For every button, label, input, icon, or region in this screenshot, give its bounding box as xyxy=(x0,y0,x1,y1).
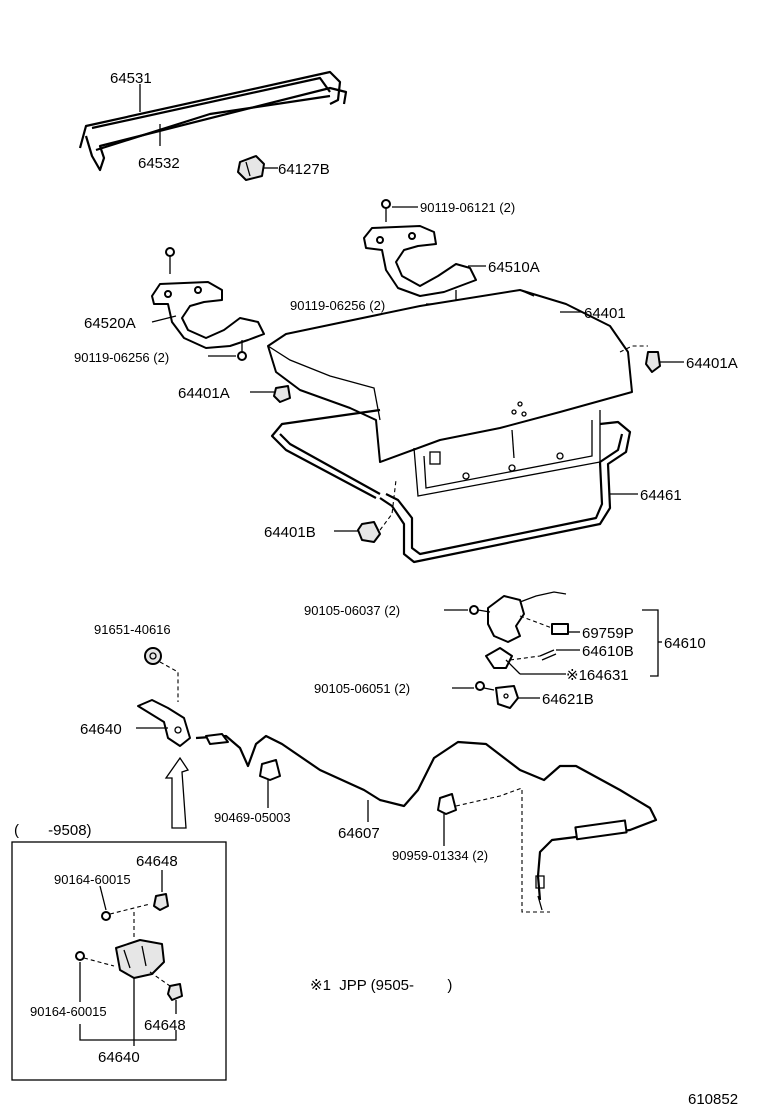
label-90105-06037: 90105-06037 (2) xyxy=(304,603,400,618)
label-64510A: 64510A xyxy=(488,259,540,276)
label-64621B: 64621B xyxy=(542,691,594,708)
clip-90469-05003[interactable] xyxy=(259,759,281,781)
inset-screw-top-icon[interactable] xyxy=(101,903,151,921)
label-64607: 64607 xyxy=(338,825,380,842)
inset-screw-bottom-icon[interactable] xyxy=(75,951,115,967)
diagram-id: 610852 xyxy=(688,1091,738,1108)
label-64401: 64401 xyxy=(584,305,626,322)
label-64520A: 64520A xyxy=(84,315,136,332)
clip-91651-40616[interactable] xyxy=(144,647,162,665)
screw-90105-06051-icon[interactable] xyxy=(475,681,495,691)
lock-assembly-64610[interactable] xyxy=(485,591,569,669)
label-64401A-left: 64401A xyxy=(178,385,230,402)
release-cable-64607[interactable] xyxy=(195,733,658,911)
label-91651-40616: 91651-40616 xyxy=(94,622,171,637)
label-64461: 64461 xyxy=(640,487,682,504)
screw-90105-06037-icon[interactable] xyxy=(469,605,491,615)
label-90119-06121: 90119-06121 (2) xyxy=(420,200,515,215)
label-inset-range: ( -9508) xyxy=(14,822,92,839)
bolt-90119-06256-left-icon[interactable] xyxy=(237,340,247,361)
label-64631: ※164631 xyxy=(566,667,629,684)
label-64127B: 64127B xyxy=(278,161,330,178)
bolt-90119-06121-icon[interactable] xyxy=(381,199,391,222)
cushion-64401B[interactable] xyxy=(357,521,381,543)
bolt-left-hinge-top-icon[interactable] xyxy=(165,247,175,274)
inset-lever-64640[interactable] xyxy=(115,939,165,979)
label-64640: 64640 xyxy=(80,721,122,738)
label-64401A-right: 64401A xyxy=(686,355,738,372)
label-90105-06051: 90105-06051 (2) xyxy=(314,681,410,696)
clip-90959-01334[interactable] xyxy=(437,793,457,815)
striker-64621B[interactable] xyxy=(495,685,519,709)
label-64531: 64531 xyxy=(110,70,152,87)
part-labels: 64531 64532 64127B 90119-06121 (2) 64510… xyxy=(14,70,738,1108)
label-inset-64648-top: 64648 xyxy=(136,853,178,870)
trunk-lid-64401[interactable] xyxy=(267,289,633,463)
label-90469-05003: 90469-05003 xyxy=(214,810,291,825)
hinge-64510A[interactable] xyxy=(363,225,477,297)
footnote-jpp: ※1 JPP (9505- ) xyxy=(310,977,452,994)
weatherstrip-64461[interactable] xyxy=(270,408,632,564)
label-64610: 64610 xyxy=(664,635,706,652)
label-90119-06256-right: 90119-06256 (2) xyxy=(290,298,385,313)
inset-box xyxy=(11,841,227,1081)
inset-nut-64648-bottom[interactable] xyxy=(167,983,183,1001)
label-64401B: 64401B xyxy=(264,524,316,541)
label-90119-06256-left: 90119-06256 (2) xyxy=(74,350,169,365)
label-69759P: 69759P xyxy=(582,625,634,642)
release-lever-64640[interactable] xyxy=(137,699,191,747)
label-64532: 64532 xyxy=(138,155,180,172)
arrow-up-icon xyxy=(164,756,190,829)
label-inset-64648-bottom: 64648 xyxy=(144,1017,186,1034)
cushion-64401A-left[interactable] xyxy=(273,385,291,403)
label-inset-90164-60015-top: 90164-60015 xyxy=(54,872,131,887)
label-64610B: 64610B xyxy=(582,643,634,660)
label-90959-01334: 90959-01334 (2) xyxy=(392,848,488,863)
lid-inner-frame xyxy=(413,410,601,497)
hinge-64520A[interactable] xyxy=(151,281,265,349)
cushion-64401A-right[interactable] xyxy=(645,351,661,373)
inset-nut-64648-top[interactable] xyxy=(153,893,169,911)
torsion-bar-rods[interactable] xyxy=(78,70,348,172)
bracket-64127B[interactable] xyxy=(237,155,265,181)
label-inset-90164-60015-bottom: 90164-60015 xyxy=(30,1004,107,1019)
label-inset-64640: 64640 xyxy=(98,1049,140,1066)
